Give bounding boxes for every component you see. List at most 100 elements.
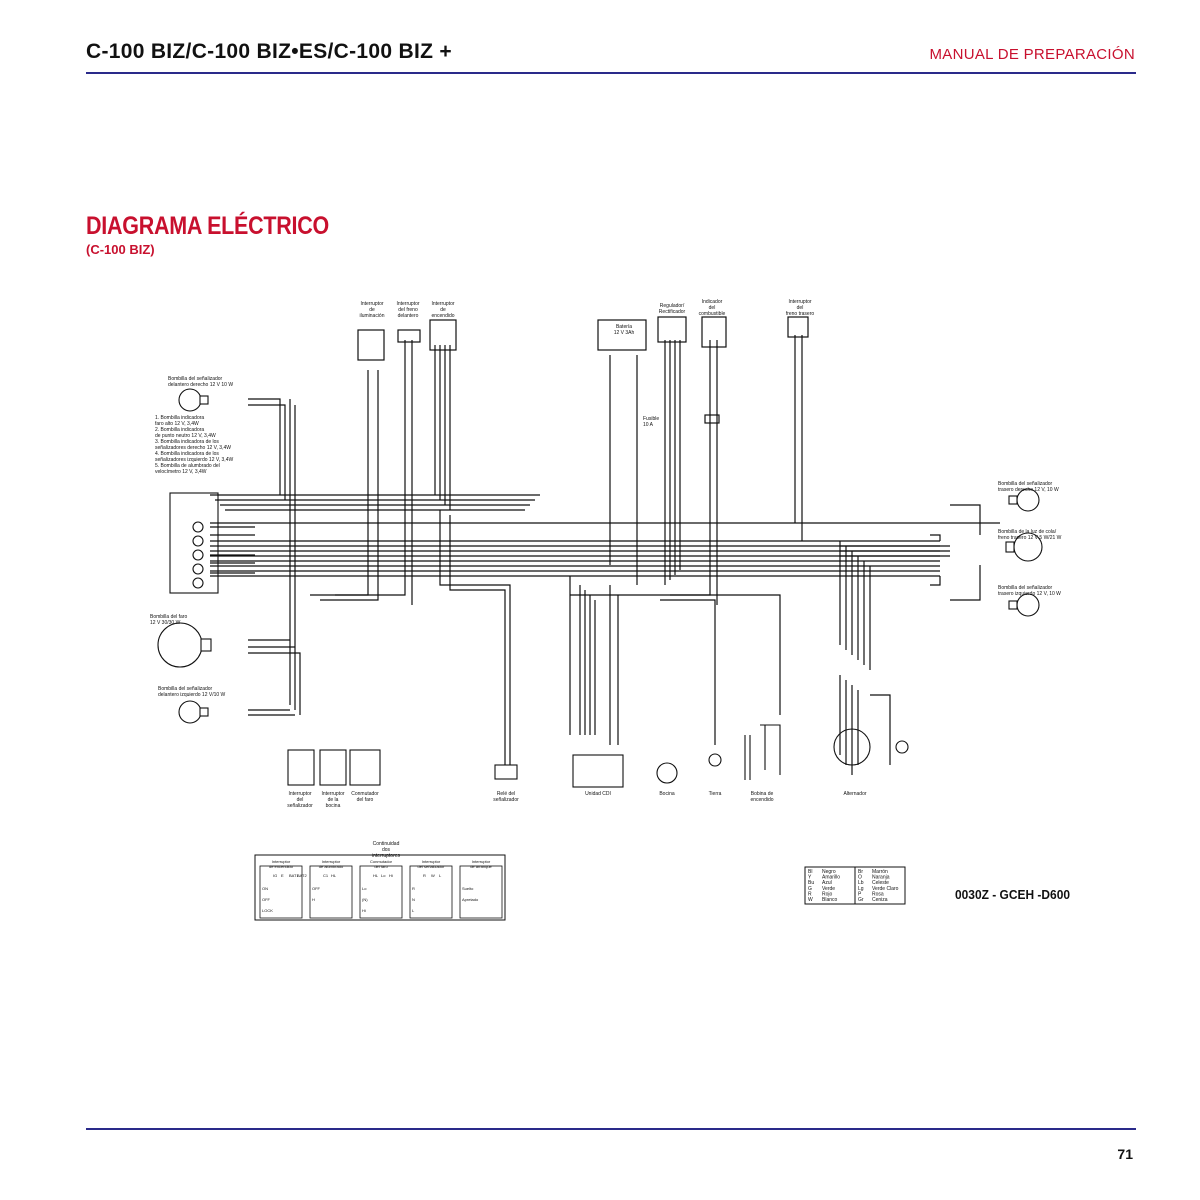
continuity-col-header: E <box>281 873 284 878</box>
section-title: DIAGRAMA ELÉCTRICO <box>86 212 330 240</box>
legend-color-name: Negro <box>822 869 836 875</box>
continuity-row-label: Suelto <box>462 886 474 891</box>
continuity-col-header: Hi <box>389 873 393 878</box>
continuity-row-label: OFF <box>262 897 271 902</box>
continuity-table-title: Interruptor <box>322 859 341 864</box>
label-tierra: Tierra <box>709 791 722 797</box>
legend-color-name: Naranja <box>872 875 890 881</box>
continuity-row-label: (N) <box>362 897 368 902</box>
continuity-row-label: OFF <box>312 886 321 891</box>
continuity-col-header: HL <box>331 873 337 878</box>
continuity-row-label: ON <box>262 886 268 891</box>
continuity-row-label: LOCK <box>262 908 273 913</box>
header-title: C-100 BIZ/C-100 BIZ•ES/C-100 BIZ + <box>86 40 452 63</box>
continuity-table-title: del señalizador <box>418 864 446 869</box>
legend-code: Y <box>808 875 812 881</box>
meter-panel <box>169 492 219 594</box>
continuity-col-header: BAT1 <box>289 873 299 878</box>
legend-color-name: Amarillo <box>822 875 840 881</box>
continuity-row-label: Apretado <box>462 897 479 902</box>
label-alternador: Alternador <box>843 791 866 797</box>
legend-code: W <box>808 897 813 903</box>
continuity-row-label: Lo <box>362 886 367 891</box>
ignition-switches <box>357 316 809 424</box>
legend-color-name: Blanco <box>822 897 838 903</box>
legend-code: Bl <box>808 869 812 875</box>
label-bocina: Bocina <box>659 791 675 797</box>
continuity-col-header: IG <box>273 873 277 878</box>
continuity-row-label: L <box>412 908 415 913</box>
continuity-row-label: R <box>412 886 415 891</box>
continuity-col-header: C1 <box>323 873 329 878</box>
bottom-components <box>287 724 909 788</box>
header-rule <box>86 72 1136 74</box>
continuity-col-header: W <box>431 873 435 878</box>
continuity-col-header: Lo <box>381 873 386 878</box>
continuity-table-title: de arranque <box>470 864 492 869</box>
continuity-table-title: del faro <box>374 864 388 869</box>
continuity-row-label: H <box>312 897 315 902</box>
continuity-row-label: Hi <box>362 908 366 913</box>
legend-color-name: Verde Claro <box>872 886 899 892</box>
continuity-table-title: Interruptor <box>422 859 441 864</box>
label-unidad-cdi: Unidad CDI <box>585 791 611 797</box>
continuity-table-title: Interruptor <box>272 859 291 864</box>
section-subtitle: (C-100 BIZ) <box>86 242 155 257</box>
legend-code: G <box>808 886 812 892</box>
wiring-lines <box>210 335 1000 775</box>
legend-color-name: Rojo <box>822 891 833 897</box>
label-bulb-tail: Bombilla de la luz de cola/freno trasero… <box>998 529 1062 541</box>
legend-color-name: Azul <box>822 880 832 886</box>
manual-label: MANUAL DE PREPARACIÓN <box>929 46 1135 63</box>
legend-code: R <box>808 891 812 897</box>
legend-color-name: Verde <box>822 886 835 892</box>
legend-code: Gr <box>858 897 864 903</box>
continuity-col-header: HL <box>373 873 379 878</box>
right-bulbs <box>1005 488 1043 617</box>
legend-code: O <box>858 875 862 881</box>
label-regulador: Regulador/Rectificador <box>659 303 686 315</box>
continuity-table-title: de alumbrado <box>319 864 344 869</box>
continuity-table-title: Interruptor <box>472 859 491 864</box>
document-code: 0030Z - GCEH -D600 <box>955 887 1070 902</box>
continuity-col-header: R <box>423 873 426 878</box>
continuity-col-header: BAT2 <box>297 873 307 878</box>
footer-rule <box>86 1128 1136 1130</box>
continuity-col-header: L <box>439 873 442 878</box>
legend-code: Lg <box>858 886 864 892</box>
legend-code: Lb <box>858 880 864 886</box>
continuity-table-title: de encendido <box>269 864 294 869</box>
legend-color-name: Marrón <box>872 869 888 875</box>
legend-color-name: Ceniza <box>872 897 888 903</box>
continuity-table-title: Conmutador <box>370 859 393 864</box>
legend-color-name: Celeste <box>872 880 889 886</box>
page-number: 71 <box>1117 1146 1133 1162</box>
continuity-row-label: N <box>412 897 415 902</box>
legend-color-name: Rosa <box>872 891 884 897</box>
